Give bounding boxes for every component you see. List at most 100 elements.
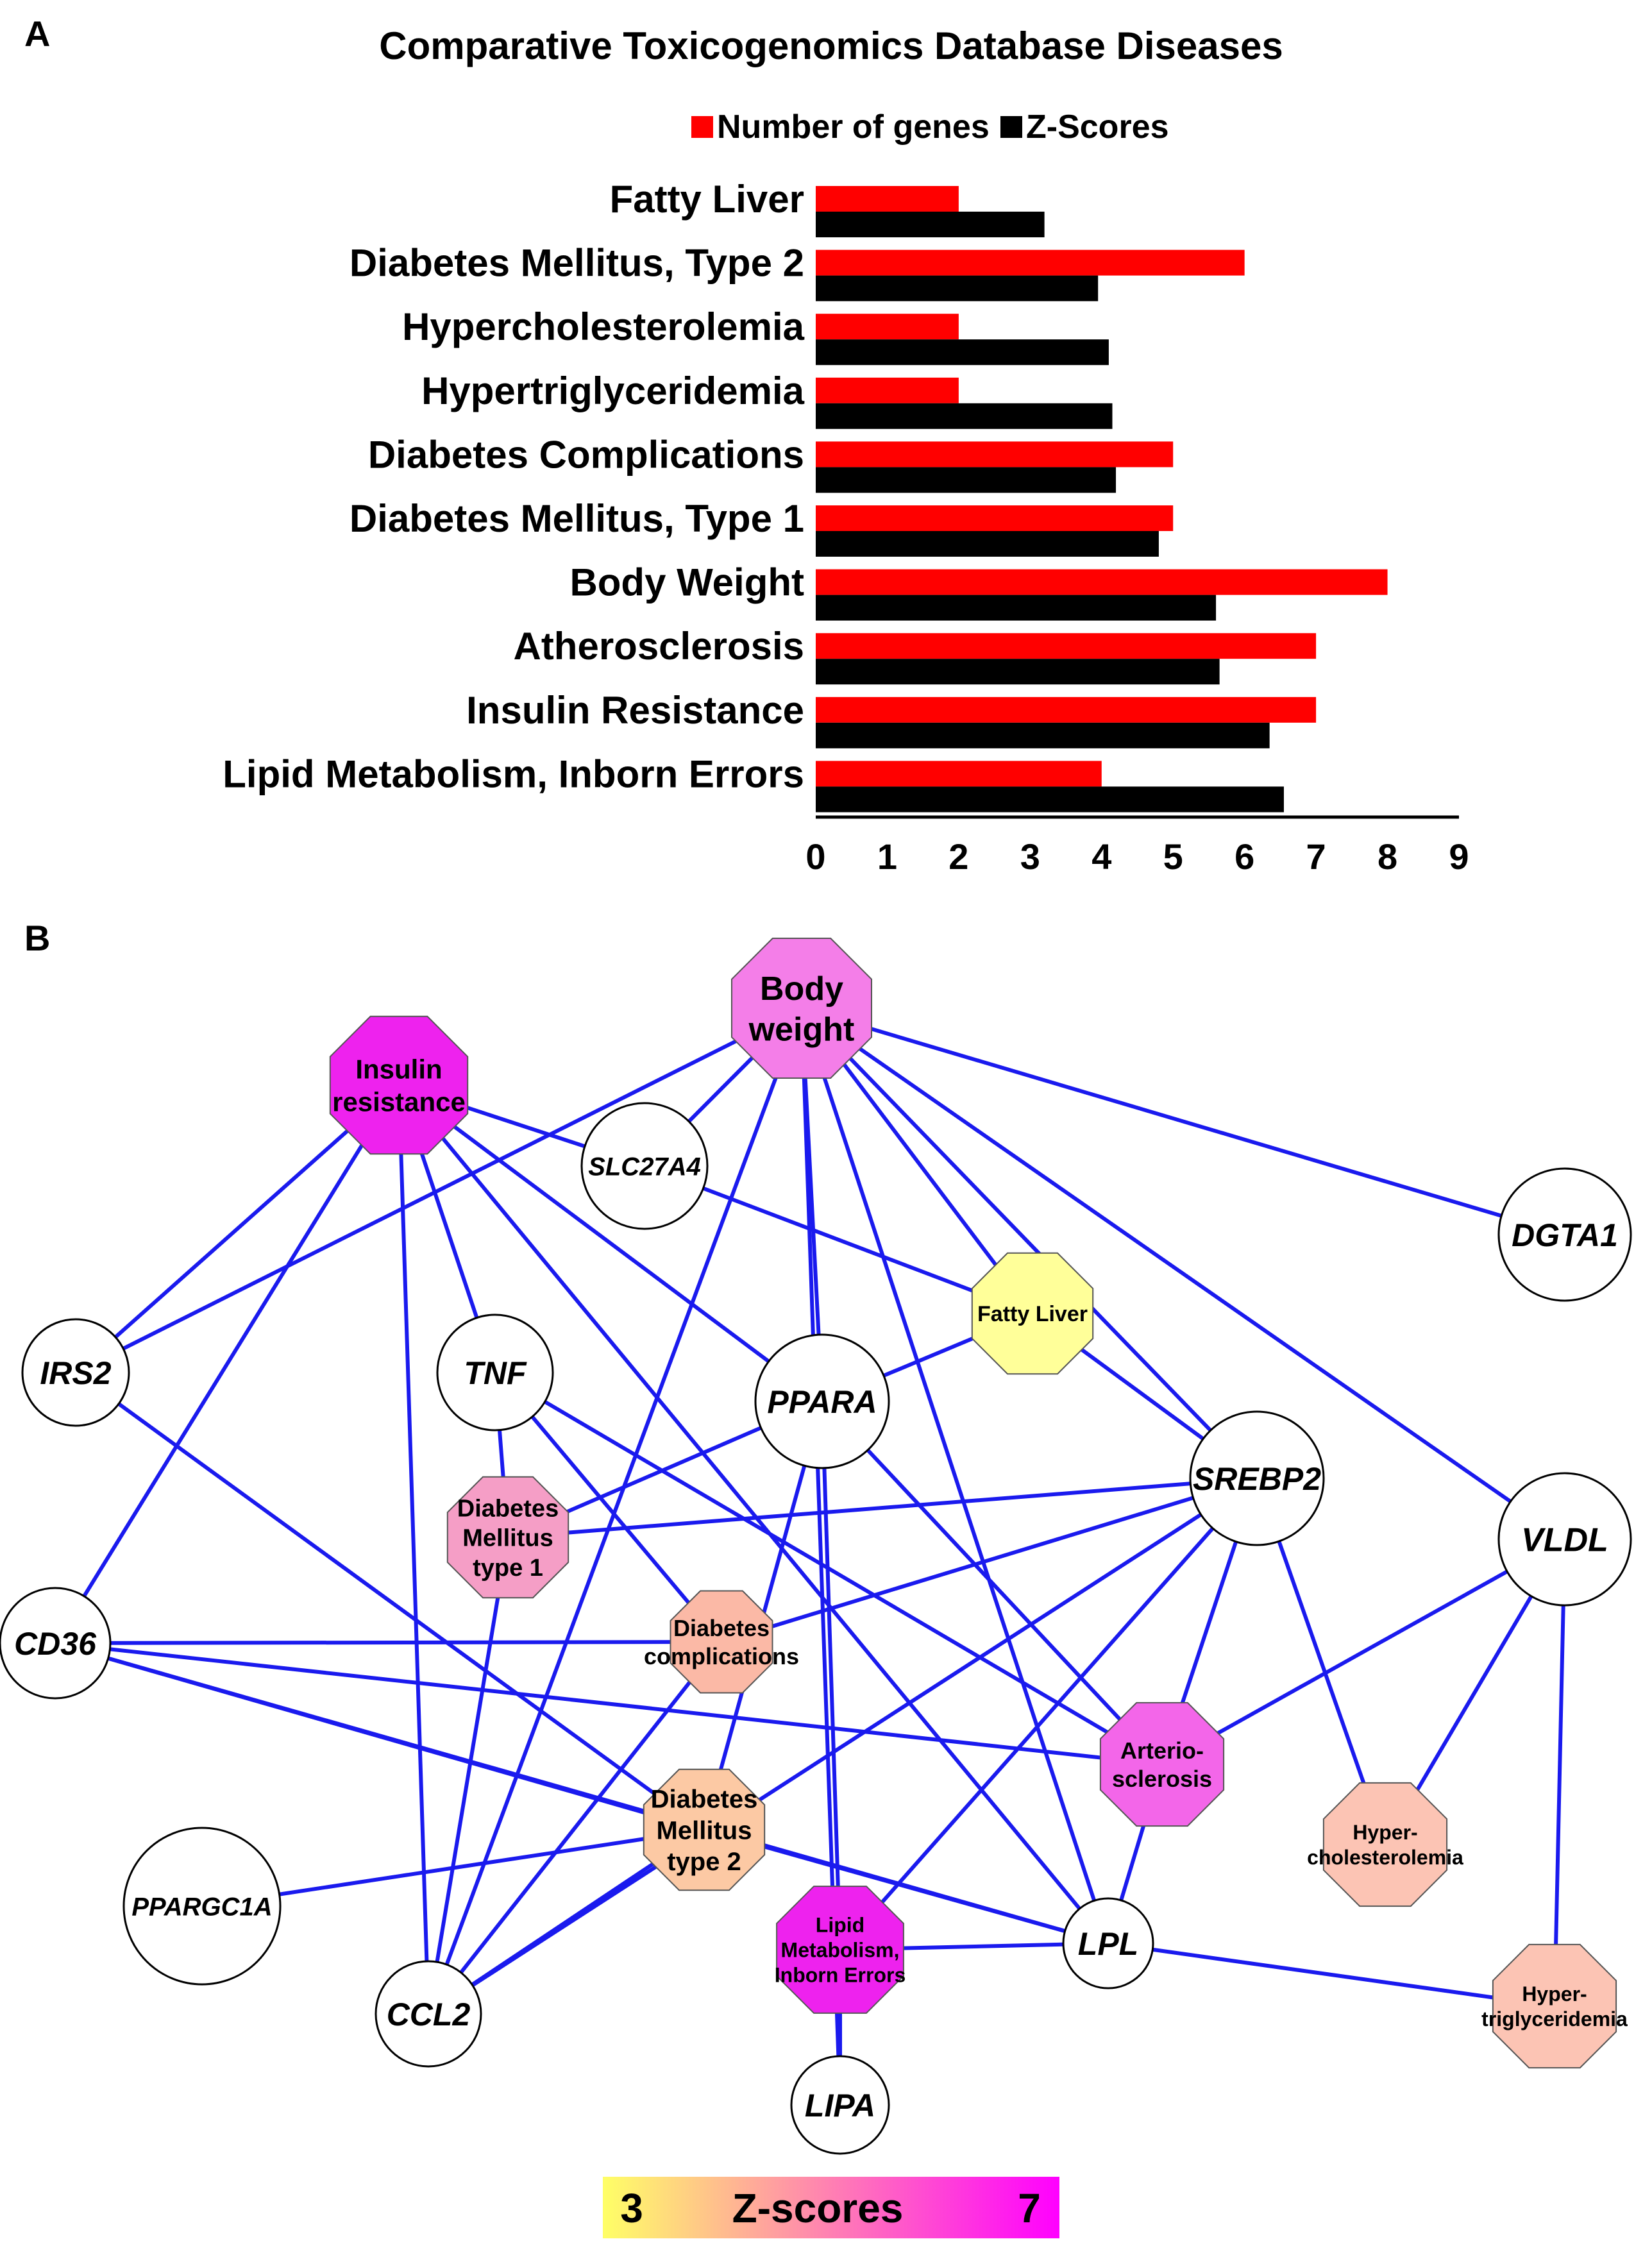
category-label-hypertriglyceridemia: Hypertriglyceridemia <box>421 369 805 412</box>
edge-bw-irs2 <box>74 1006 803 1374</box>
edge-srebp2-dm1 <box>507 1476 1258 1539</box>
disease-node-octagon <box>731 938 872 1079</box>
edge-ir-ppara <box>398 1083 823 1403</box>
category-label-lipid-metabolism-inborn-errors: Lipid Metabolism, Inborn Errors <box>223 752 804 795</box>
colorbar-min-label: 3 <box>620 2185 643 2231</box>
disease-node-label-line: Inborn Errors <box>775 1964 906 1987</box>
disease-node-label-line: cholesterolemia <box>1307 1846 1463 1869</box>
gene-node-label: SLC27A4 <box>588 1153 701 1181</box>
gene-node-slc27a4: SLC27A4 <box>580 1102 709 1230</box>
bar-z-scores-diabetes-complications <box>816 467 1117 493</box>
gene-node-circle <box>1189 1410 1325 1546</box>
gene-node-label: VLDL <box>1521 1522 1608 1559</box>
gene-node-label: CCL2 <box>387 1997 471 2032</box>
edge-dm2-lpl <box>704 1828 1109 1945</box>
disease-node-octagon <box>971 1252 1094 1375</box>
gene-node-circle <box>1497 1472 1632 1607</box>
bar-z-scores-body-weight <box>816 595 1217 621</box>
gene-node-circle <box>790 2055 890 2155</box>
disease-node-octagon <box>1099 1702 1225 1827</box>
colorbar-title: Z-scores <box>732 2185 904 2231</box>
edge-cd36-dc <box>55 1640 722 1645</box>
x-tick-label-9: 9 <box>1449 836 1469 877</box>
disease-node-label-line: Hyper- <box>1353 1821 1417 1844</box>
gene-node-circle <box>754 1333 890 1469</box>
bar-z-scores-diabetes-mellitus-type-2 <box>816 275 1099 301</box>
gene-node-ppara: PPARA <box>754 1333 890 1469</box>
disease-node-octagon <box>670 1590 773 1694</box>
disease-node-hyper-triglyceridemia: Hyper-triglyceridemia <box>1481 1943 1628 2069</box>
gene-node-cd36: CD36 <box>0 1587 112 1700</box>
category-label-diabetes-complications: Diabetes Complications <box>368 433 804 476</box>
bar-z-scores-fatty-liver <box>816 212 1045 237</box>
disease-node-label-line: Metabolism, <box>781 1939 900 1962</box>
panel-b-label: B <box>24 918 50 958</box>
edge-bw-dgta1 <box>801 1006 1565 1237</box>
panel-a-label: A <box>24 13 50 54</box>
edge-ir-ccl2 <box>397 1085 430 2014</box>
bar-number-of-genes-hypercholesterolemia <box>816 314 959 340</box>
edge-slc27a4-fl <box>643 1164 1034 1315</box>
bar-number-of-genes-lipid-metabolism-inborn-errors <box>816 761 1102 787</box>
disease-node-label-line: Mellitus <box>657 1816 752 1845</box>
gene-node-vldl: VLDL <box>1497 1472 1632 1607</box>
edge-bw-srebp2 <box>800 1006 1259 1480</box>
edge-bw-ccl2 <box>426 1007 804 2015</box>
category-label-fatty-liver: Fatty Liver <box>610 178 804 221</box>
bar-number-of-genes-diabetes-mellitus-type-1 <box>816 505 1174 531</box>
disease-node-octagon <box>643 1768 766 1891</box>
legend-swatch-z-scores <box>1000 116 1022 138</box>
disease-node-octagon <box>1322 1782 1448 1907</box>
gene-node-label: CD36 <box>14 1626 97 1662</box>
edge-dm2-ppargc1a <box>201 1828 705 1908</box>
x-tick-label-3: 3 <box>1020 836 1040 877</box>
bar-number-of-genes-atherosclerosis <box>816 633 1317 659</box>
disease-node-label-line: sclerosis <box>1112 1766 1212 1792</box>
bar-number-of-genes-insulin-resistance <box>816 697 1317 723</box>
edge-irs2-dm2 <box>74 1371 705 1832</box>
disease-node-label-line: complications <box>644 1643 799 1669</box>
disease-node-octagon <box>329 1015 469 1155</box>
edge-lpl-ht <box>1108 1941 1555 2008</box>
gene-node-label: PPARA <box>767 1384 877 1420</box>
edge-ppara-as <box>820 1399 1164 1766</box>
gene-node-label: IRS2 <box>40 1355 111 1391</box>
bar-z-scores-hypercholesterolemia <box>816 339 1109 366</box>
edge-vldl-ht <box>1553 1539 1567 2007</box>
gene-node-label: DGTA1 <box>1512 1217 1618 1253</box>
disease-node-label-line: Hyper- <box>1522 1982 1587 2006</box>
gene-node-srebp2: SREBP2 <box>1189 1410 1325 1546</box>
gene-node-circle <box>1062 1897 1154 1989</box>
disease-node-label-line: weight <box>748 1011 855 1048</box>
bar-z-scores-atherosclerosis <box>816 659 1220 685</box>
gene-node-label: LPL <box>1078 1926 1138 1962</box>
chart-title: Comparative Toxicogenomics Database Dise… <box>379 24 1283 67</box>
disease-node-octagon <box>1492 1943 1617 2069</box>
disease-node-label-line: resistance <box>332 1087 466 1117</box>
edge-ir-irs2 <box>74 1083 400 1374</box>
legend-swatch-number-of-genes <box>691 116 713 138</box>
x-tick-label-4: 4 <box>1092 836 1111 877</box>
gene-node-circle <box>21 1318 130 1427</box>
x-tick-label-2: 2 <box>948 836 968 877</box>
x-tick-label-7: 7 <box>1306 836 1326 877</box>
disease-node-octagon <box>446 1476 569 1599</box>
disease-node-label-line: Diabetes <box>457 1495 559 1522</box>
disease-node-label-line: type 1 <box>473 1555 543 1582</box>
gene-node-tnf: TNF <box>436 1313 554 1432</box>
disease-node-label-line: Mellitus <box>462 1525 553 1552</box>
category-label-body-weight: Body Weight <box>569 561 804 604</box>
gene-node-ppargc1a: PPARGC1A <box>122 1827 282 1986</box>
x-tick-label-5: 5 <box>1163 836 1183 877</box>
disease-node-label-line: Arterio- <box>1120 1737 1204 1764</box>
gene-node-circle <box>0 1587 112 1700</box>
disease-node-label-line: Diabetes <box>673 1615 770 1641</box>
